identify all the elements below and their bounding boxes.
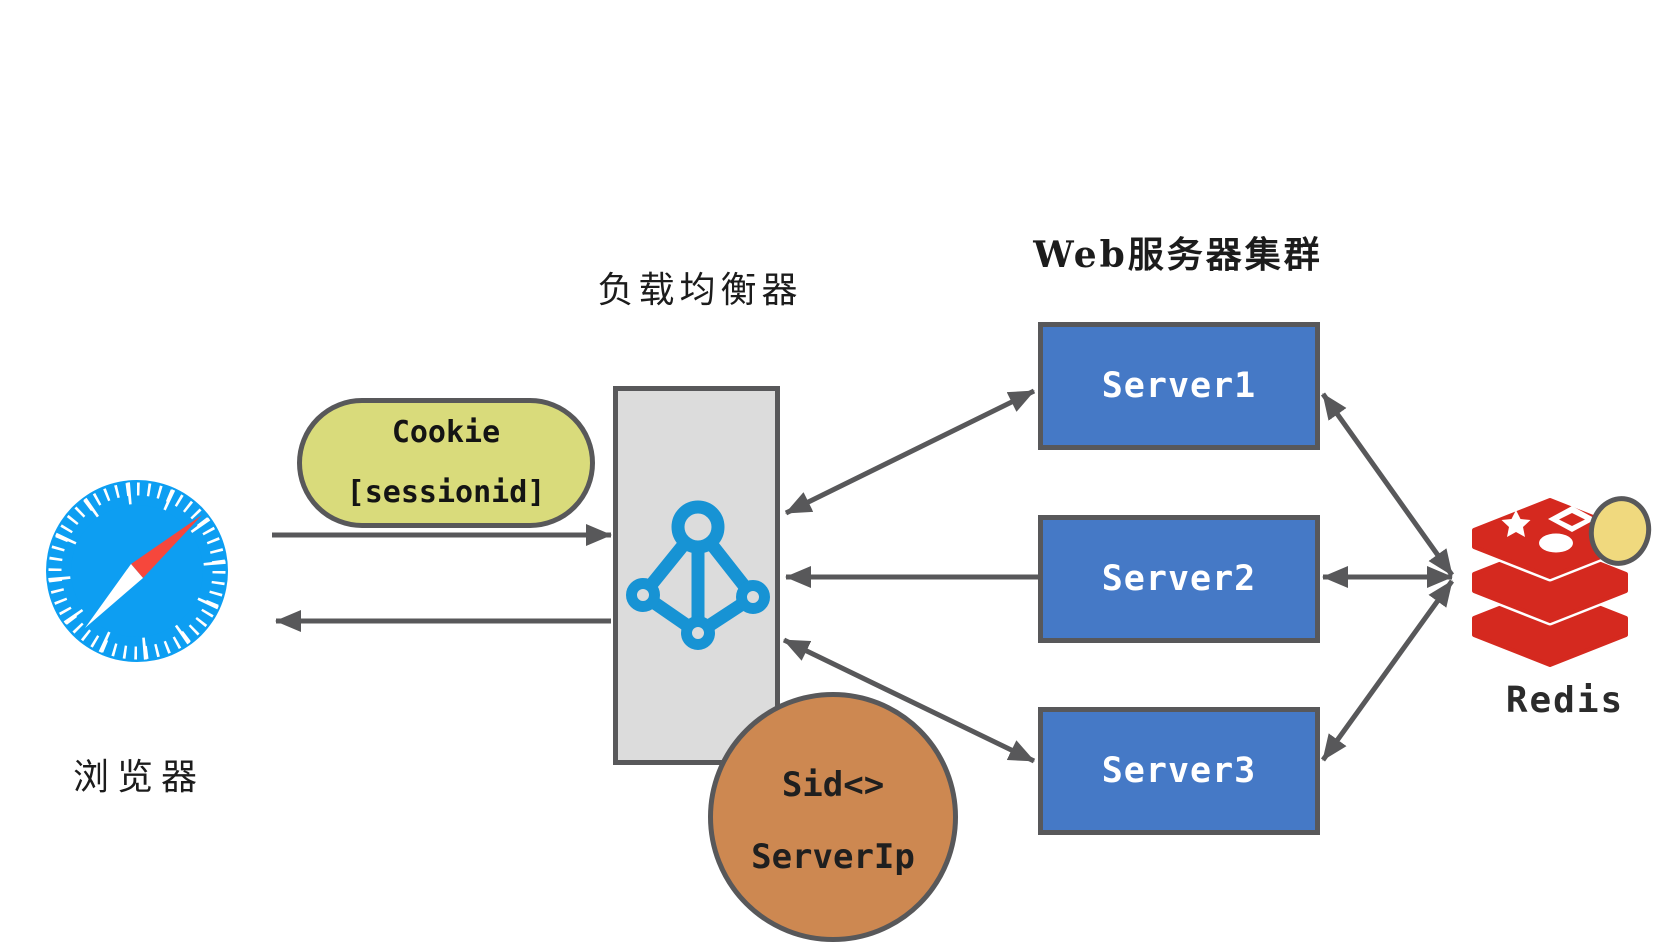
cookie-sessionid-pill: Cookie [sessionid] bbox=[297, 398, 595, 528]
load-balancer-network-icon bbox=[626, 500, 770, 650]
server2-label: Server2 bbox=[1101, 559, 1257, 599]
arrow-server1-redis bbox=[1320, 392, 1455, 577]
server2-box: Server2 bbox=[1038, 515, 1320, 643]
server3-label: Server3 bbox=[1101, 751, 1257, 791]
arrow-load-balancer-server3 bbox=[782, 637, 1036, 764]
browser-label: 浏览器 bbox=[72, 757, 206, 798]
safari-compass-icon bbox=[46, 480, 228, 662]
redis-database-icon bbox=[1469, 495, 1631, 670]
redis-label: Redis bbox=[1505, 680, 1625, 721]
server1-label: Server1 bbox=[1101, 366, 1257, 406]
compass-needle-white bbox=[85, 564, 143, 628]
cookie-pill-line2: [sessionid] bbox=[346, 475, 546, 510]
server1-box: Server1 bbox=[1038, 322, 1320, 450]
compass-tick-marks bbox=[48, 482, 226, 660]
server3-box: Server3 bbox=[1038, 707, 1320, 835]
compass-needle-red bbox=[131, 515, 202, 578]
mapping-line1: Sid<> bbox=[781, 765, 885, 805]
cookie-pill-line1: Cookie bbox=[391, 415, 501, 450]
arrow-server3-redis bbox=[1320, 579, 1455, 762]
redis-star-shape bbox=[1501, 510, 1531, 537]
arrow-load-balancer-server1 bbox=[784, 388, 1036, 516]
redis-circle-shape bbox=[1539, 533, 1573, 553]
mapping-line2: ServerIp bbox=[751, 837, 915, 877]
load-balancer-label: 负载均衡器 bbox=[597, 270, 803, 311]
sid-serverip-mapping-circle: Sid<> ServerIp bbox=[708, 692, 958, 942]
web-cluster-title: Web服务器集群 bbox=[1033, 234, 1323, 276]
